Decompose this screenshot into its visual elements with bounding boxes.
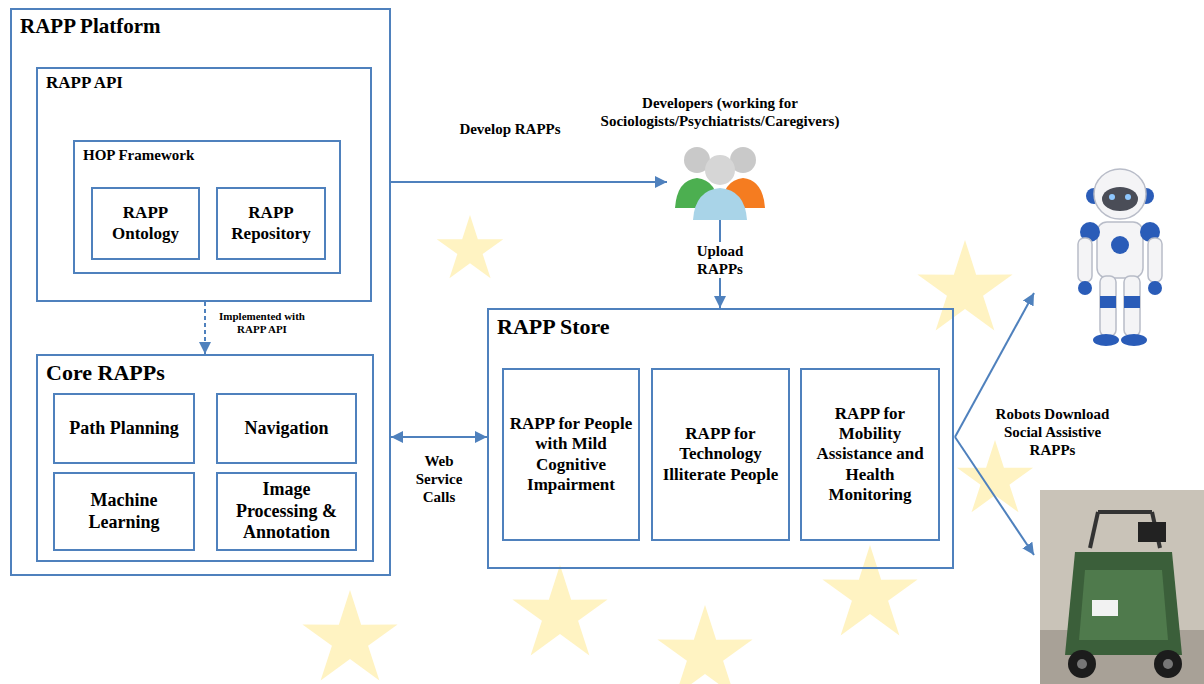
box-label: RAPP for Technology Illiterate People [657,424,784,485]
star-watermark [302,215,1033,684]
app-box: RAPP for Technology Illiterate People [651,368,790,541]
component-box: RAPP Repository [216,187,326,260]
box-heading: RAPP API [38,69,370,97]
box-label: RAPP Repository [222,203,320,244]
connector-label: Upload RAPPs [688,242,752,278]
box-heading: RAPP Platform [12,10,389,43]
box-heading: Developers (working for Sociologists/Psy… [530,94,910,130]
connector-label: Develop RAPPs [445,120,575,138]
api-box: RAPP API HOP FrameworkRAPP Ontology RAPP R… [36,67,372,302]
connector-arrow [204,302,206,354]
box-label: Navigation [244,418,328,440]
service-box: Image Processing & Annotation [216,472,357,551]
box-label: RAPP for Mobility Assistance and Health … [806,404,934,506]
box-heading: Core RAPPs [38,356,372,390]
app-box: RAPP for People with Mild Cognitive Impa… [502,368,640,541]
app-box: RAPP for Mobility Assistance and Health … [800,368,940,541]
nao-robot-picture [1040,160,1204,352]
box-heading: HOP Framework [75,142,339,168]
store-box: RAPP StoreRAPP for People with Mild Cogn… [487,308,954,569]
component-box: RAPP Ontology [91,187,200,260]
box-label: RAPP for People with Mild Cognitive Impa… [508,414,634,496]
people-icon [667,138,773,220]
box-heading: RAPP Store [489,310,952,344]
framework-box: HOP FrameworkRAPP Ontology RAPP Repositor… [73,140,341,274]
box-label: Path Planning [69,418,179,440]
connector-arrow [391,181,667,183]
connector-arrow [391,436,487,438]
platform-box: RAPP PlatformRAPP API HOP FrameworkRAPP O… [10,8,391,576]
box-label: Machine Learning [59,490,189,533]
box-label: Image Processing & Annotation [222,479,351,544]
mobile-robot-picture [1040,490,1204,684]
developers-icon: Developers (working for Sociologists/Psy… [667,138,773,220]
connector-label: Web Service Calls [404,452,474,506]
connector-label: Implemented with RAPP API [212,310,312,336]
service-box: Path Planning [53,393,195,464]
service-box: Navigation [216,393,357,464]
box-label: RAPP Ontology [97,203,194,244]
core-box: Core RAPPsPath Planning NavigationMachine… [36,354,374,562]
service-box: Machine Learning [53,472,195,551]
note-label: Robots Download Social Assistive RAPPs [985,405,1120,459]
